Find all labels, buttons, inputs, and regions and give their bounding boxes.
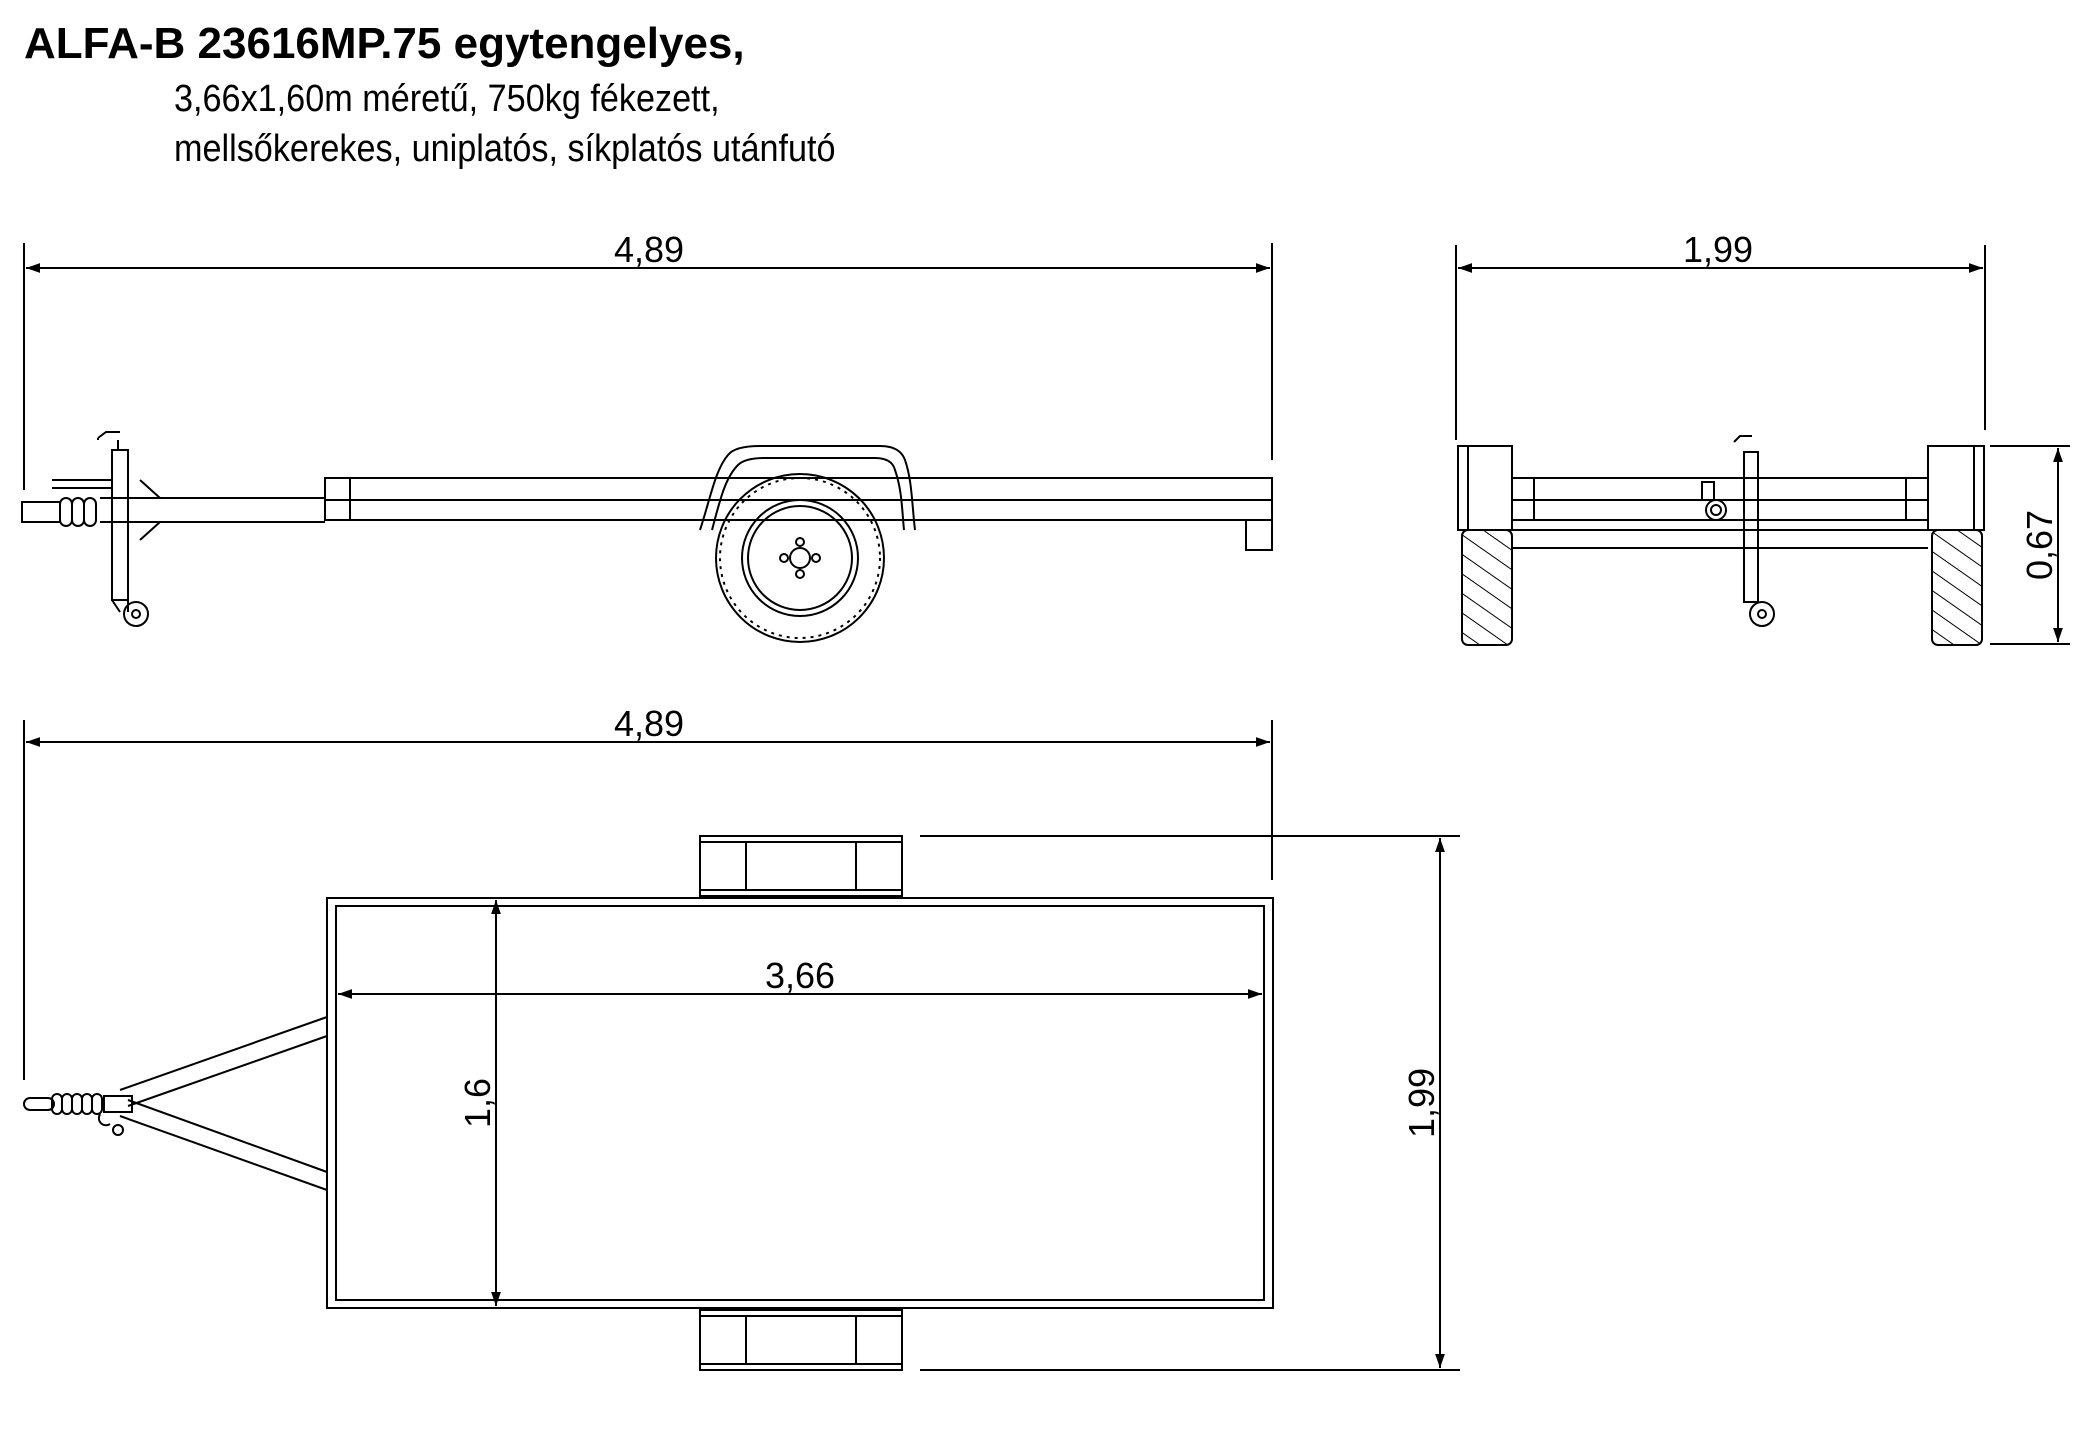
rear-view: 1,99 0,67 [1455, 229, 2070, 646]
label-rear-total-width: 1,99 [1683, 229, 1753, 270]
dimension-rear-height [1990, 445, 2070, 645]
top-platform [326, 897, 1274, 1309]
rear-tyre-left [1461, 529, 1513, 646]
top-view: 4,89 3,66 1,6 1,99 [23, 703, 1460, 1371]
top-fender-upper [699, 835, 903, 897]
label-top-total-length: 4,89 [614, 703, 684, 744]
label-platform-length: 3,66 [765, 955, 835, 996]
drawing-title: ALFA-B 23616MP.75 egytengelyes, [24, 19, 745, 68]
rear-tyre-right [1931, 529, 1983, 646]
side-coupling-head [21, 479, 112, 527]
top-drawbar [119, 1016, 328, 1191]
dimension-top-total-length [23, 720, 1273, 1080]
rear-fender-right [1927, 445, 1985, 531]
side-jockey-wheel [97, 431, 149, 627]
side-fender [699, 445, 916, 531]
top-fender-lower [699, 1309, 903, 1371]
label-top-total-width: 1,99 [1401, 1068, 1442, 1138]
label-platform-width: 1,6 [457, 1078, 498, 1128]
rear-jockey-wheel [1701, 435, 1775, 627]
dimension-side-total-length [23, 243, 1273, 490]
drawing-subtitle-line-1: 3,66x1,60m méretű, 750kg fékezett, [174, 78, 720, 120]
label-rear-height: 0,67 [2019, 510, 2060, 580]
drawing-subtitle-line-2: mellsőkerekes, uniplatós, síkplatós után… [174, 128, 836, 170]
dimension-rear-total-width [1455, 245, 1986, 440]
dimension-top-total-width [920, 835, 1460, 1371]
side-drawbar [100, 479, 325, 541]
label-side-total-length: 4,89 [614, 229, 684, 270]
title-block: ALFA-B 23616MP.75 egytengelyes, 3,66x1,6… [24, 18, 909, 174]
top-coupling-head [23, 1093, 133, 1136]
side-wheel [715, 473, 885, 643]
rear-fender-left [1457, 445, 1513, 531]
side-view: 4,89 [21, 229, 1273, 643]
